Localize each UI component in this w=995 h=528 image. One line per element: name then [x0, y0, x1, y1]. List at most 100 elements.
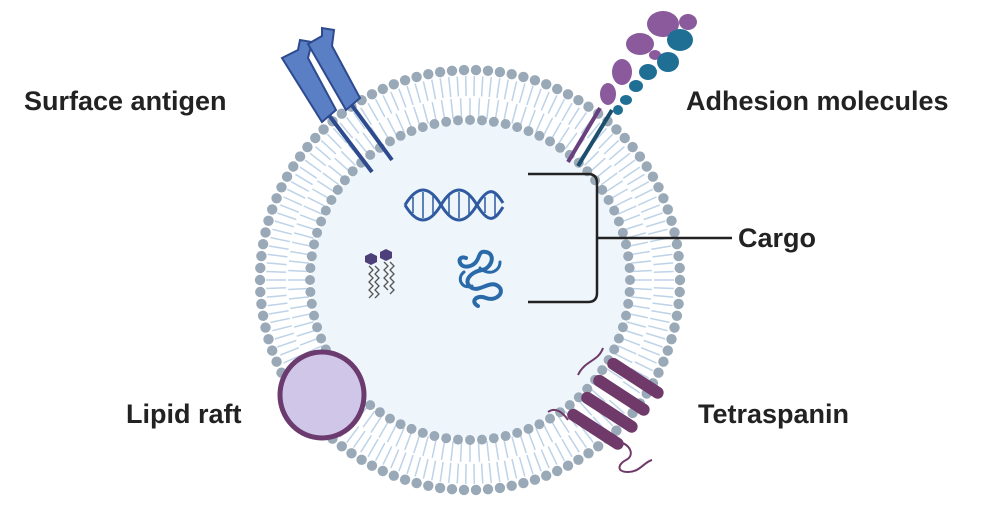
lipid-head [312, 322, 323, 333]
lipid-tail [296, 329, 317, 337]
lipid-head [523, 126, 534, 137]
lipid-head [512, 122, 523, 133]
lipid-tail [413, 106, 421, 127]
lipid-tail [339, 122, 354, 139]
lipid-head [429, 431, 440, 441]
label-tetraspanin: Tetraspanin [698, 399, 849, 429]
lipid-tail [486, 441, 490, 462]
lipid-tail [280, 204, 300, 213]
lipid-tail [299, 337, 320, 346]
lipid-head [294, 151, 306, 162]
lipid-tail [653, 294, 674, 298]
lipid-tail [540, 449, 550, 469]
lipid-tail [557, 126, 570, 145]
lipid-head [336, 108, 347, 119]
lipid-head [257, 310, 269, 321]
lipid-tail [378, 122, 390, 141]
lipid-head [309, 239, 319, 250]
lipid-head [429, 119, 440, 129]
lipid-head [518, 477, 529, 489]
lipid-head [385, 136, 395, 147]
lipid-tail [362, 410, 376, 428]
lipid-head [653, 182, 664, 193]
lipid-head [625, 275, 635, 285]
lipid-tail [422, 104, 429, 124]
lipid-tail [290, 304, 311, 310]
lipid-tail [598, 133, 614, 150]
lipid-tail [459, 441, 463, 462]
lipid-tail [503, 79, 509, 100]
lipid-tail [640, 347, 660, 356]
lipid-head [399, 75, 411, 86]
lipid-tail [480, 463, 484, 484]
lipid-tail [277, 339, 297, 348]
lipid-head [465, 435, 475, 445]
lipid-tail [634, 361, 654, 372]
lipid-tail [605, 180, 624, 193]
lipid-tail [291, 312, 312, 319]
outer-head-groups [254, 64, 686, 496]
lipid-tail [440, 439, 446, 460]
lipid-tail [609, 188, 628, 200]
lipid-tail [295, 173, 313, 186]
lipid-head [658, 193, 669, 204]
lipid-tail [304, 159, 322, 173]
lipid-tail [431, 101, 438, 122]
lipid-tail [645, 220, 666, 228]
lipid-head [624, 287, 635, 297]
lipid-tail [266, 270, 287, 274]
lipid-tail [540, 91, 550, 111]
lipid-tail [272, 325, 292, 332]
lipid-tail [439, 461, 444, 482]
lipid-head [623, 298, 634, 309]
lipid-tail [332, 127, 348, 144]
lipid-head [316, 333, 327, 344]
lipid-head [255, 262, 266, 274]
lipid-tail [447, 462, 452, 483]
lipid-head [395, 419, 406, 430]
lipid-head [658, 356, 669, 367]
lipid-tail [390, 91, 400, 111]
lipid-head [621, 239, 631, 250]
lipid-head [494, 482, 506, 494]
lipid-head [305, 287, 316, 297]
lipid-tail [354, 138, 369, 155]
lipid-tail [395, 113, 405, 133]
lipid-tail [340, 150, 356, 166]
lipid-head [336, 441, 347, 452]
lipid-head [621, 310, 631, 321]
lipid-tail [299, 166, 318, 179]
lipid-head [267, 204, 278, 215]
lipid-head [346, 448, 357, 459]
lipid-head [545, 136, 555, 147]
lipid-tail [450, 98, 454, 119]
lipid-head [506, 480, 517, 491]
lipid-head [306, 251, 317, 262]
lipid-tail [422, 436, 429, 456]
lipid-tail [496, 78, 501, 99]
lipid-tail [526, 454, 534, 475]
lipid-tail [352, 430, 366, 448]
lipid-head [653, 367, 664, 378]
lipid-tail [574, 112, 588, 130]
lipid-tail [547, 95, 558, 114]
lipid-tail [414, 83, 422, 104]
lipid-head [320, 205, 331, 216]
lipid-head [603, 195, 614, 205]
lipid-tail [370, 415, 383, 434]
lipid-tail [617, 205, 637, 215]
lipid-head [674, 262, 685, 274]
lipid-tail [622, 166, 641, 179]
lipid-head [312, 227, 323, 238]
lipid-head [617, 322, 628, 333]
lipid-tail [272, 228, 292, 235]
lipid-tail [277, 212, 297, 221]
lipid-tail [283, 196, 303, 206]
lipid-tail [486, 98, 490, 119]
lipid-head [305, 263, 316, 273]
lipid-tail [626, 321, 646, 328]
lipid-head [356, 454, 367, 465]
lipid-head [263, 215, 274, 226]
lipid-tail [589, 157, 606, 173]
lipid-tail [648, 228, 668, 235]
